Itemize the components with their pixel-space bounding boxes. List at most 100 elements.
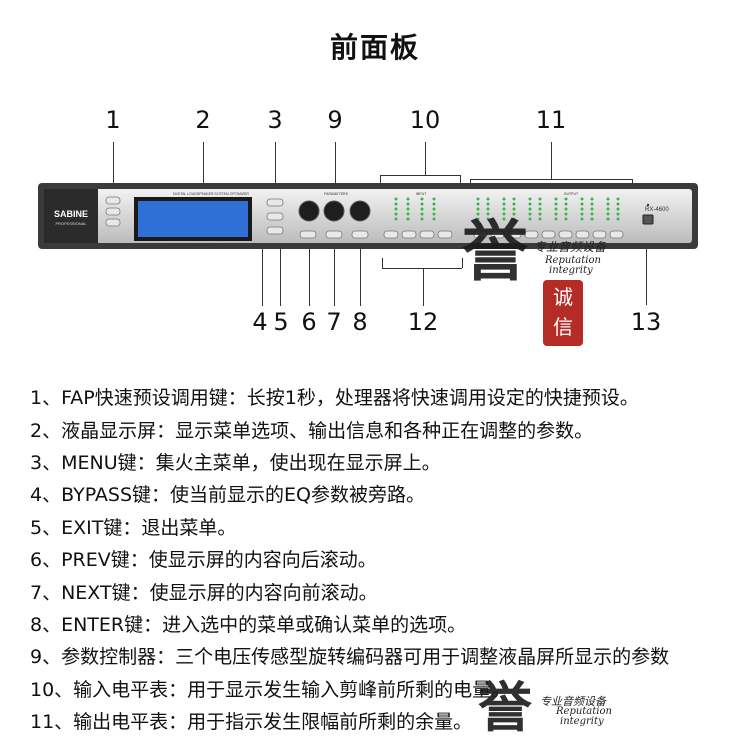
lcd-caption: HIGH PERFORMANCE DSP [173,243,219,247]
output-led [502,197,506,201]
watermark-logo-2: 誉 [478,675,532,739]
output-led [528,207,532,211]
bracket-10-top [380,175,460,176]
input-mute-button [419,230,435,239]
input-led [406,217,410,221]
output-led [512,212,516,216]
output-mute-button [490,230,505,239]
leader-line-9 [335,142,336,200]
output-led [580,212,584,216]
output-led [616,212,620,216]
output-led [616,207,620,211]
input-led [420,217,424,221]
output-led [476,197,480,201]
watermark-tagline-2: 专业音频设备 [540,695,606,708]
output-mute-buttons [473,230,624,239]
fap-button-3 [105,218,121,227]
output-led [564,212,568,216]
lcd-screen [138,201,248,237]
input-led [432,207,436,211]
output-led [554,207,558,211]
output-led [606,202,610,206]
callout-9: 9 [327,106,343,134]
input-led [432,212,436,216]
output-led [502,212,506,216]
output-led [580,207,584,211]
watermark-seal: 诚信 [543,280,583,346]
callout-10: 10 [409,106,441,134]
input-led [420,202,424,206]
bracket-10-right [460,175,461,183]
bracket-12-bottom [382,268,462,269]
prev-button [299,230,317,239]
callout-1: 1 [105,106,121,134]
output-led [590,212,594,216]
input-led [420,197,424,201]
output-mute-button [609,230,624,239]
desc-line-3: 3、MENU键：集火主菜单，使出现在显示屏上。 [30,452,441,474]
output-led [512,207,516,211]
output-meters [476,197,620,221]
output-led [486,207,490,211]
power-led [646,203,650,207]
desc-line-1: 1、FAP快速预设调用键：长按1秒，处理器将快速调用设定的快捷预设。 [30,387,639,409]
fap-button-1 [105,196,121,205]
brand-sub-label: PROFESSIONAL [55,221,87,226]
input-mute-button [383,230,399,239]
leader-line-3 [275,142,276,192]
leader-line-11 [551,142,552,179]
callout-3: 3 [267,106,283,134]
output-led [476,217,480,221]
next-button [325,230,343,239]
output-led [606,217,610,221]
leader-line-13 [646,235,647,305]
watermark-logo: 誉 [462,212,528,290]
output-led [606,212,610,216]
output-led [564,197,568,201]
output-led [590,207,594,211]
output-led [564,207,568,211]
callout-6: 6 [301,308,317,336]
callout-11: 11 [535,106,567,134]
desc-line-10: 10、输入电平表：用于显示发生输入剪峰前所剩的电量。 [30,679,511,701]
output-led [502,217,506,221]
output-led [564,217,568,221]
output-led [554,202,558,206]
watermark-integrity-2: integrity [560,716,604,727]
callout-2: 2 [195,106,211,134]
output-led [528,202,532,206]
callout-5: 5 [273,308,289,336]
input-label: INPUT [416,192,427,196]
output-led [554,217,558,221]
desc-line-4: 4、BYPASS键：使当前显示的EQ参数被旁路。 [30,484,426,506]
exit-button [266,226,284,235]
input-led [394,212,398,216]
output-led [512,197,516,201]
input-led [394,217,398,221]
output-led [616,197,620,201]
input-led [394,202,398,206]
leader-line-12 [423,268,424,306]
desc-line-9: 9、参数控制器：三个电压传感型旋转编码器可用于调整液晶屏所显示的参数 [30,646,670,668]
input-led [394,197,398,201]
leader-line-5 [280,238,281,306]
input-led [432,202,436,206]
bracket-12-right [462,258,463,268]
output-led [538,197,542,201]
device-front-panel: SABINE PROFESSIONAL DIGITAL LOUDSPEAKER … [38,183,698,249]
desc-line-2: 2、液晶显示屏：显示菜单选项、输出信息和各种正在调整的参数。 [30,420,594,442]
callout-12: 12 [407,308,439,336]
output-led [590,217,594,221]
output-led [580,197,584,201]
enter-button [351,230,369,239]
output-led [528,197,532,201]
leader-line-4 [262,222,263,306]
desc-line-11: 11、输出电平表：用于指示发生限幅前所剩的余量。 [30,711,473,733]
param-knob-2 [323,200,345,222]
input-led [406,202,410,206]
fap-button-2 [105,207,121,216]
input-led [406,197,410,201]
output-led [502,207,506,211]
panel-header-text: DIGITAL LOUDSPEAKER SYSTEM OPTIMIZER [173,192,249,196]
leader-line-6 [309,243,310,306]
